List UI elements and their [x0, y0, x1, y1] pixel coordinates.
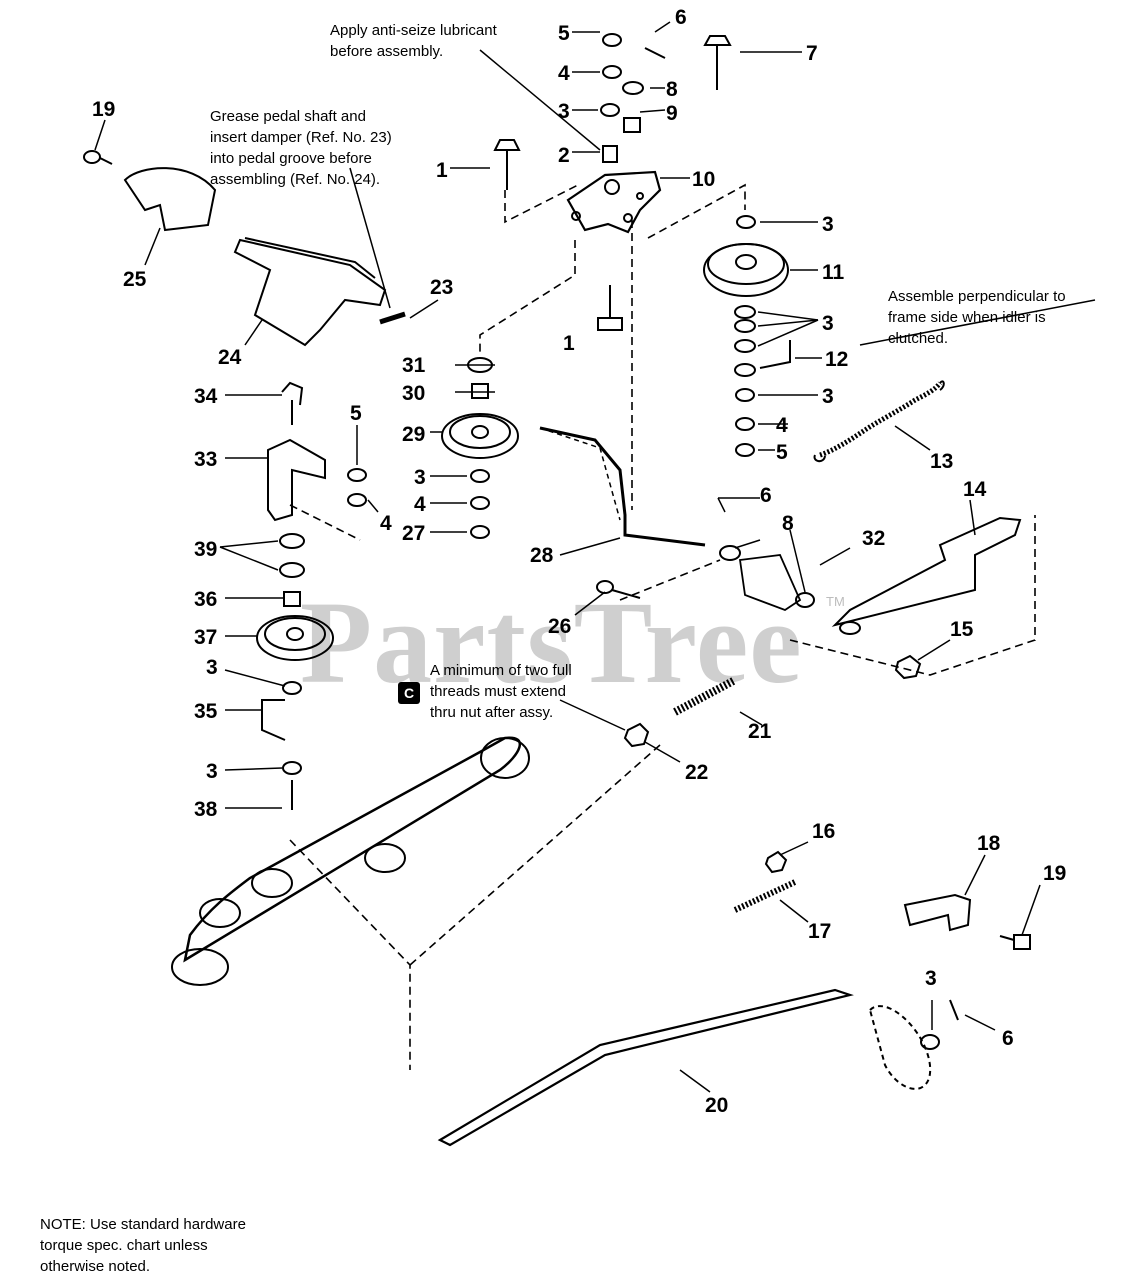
label-21: 21	[748, 720, 772, 743]
part-7-bolt	[703, 35, 732, 90]
part-13-spring	[819, 381, 943, 458]
label-12: 12	[825, 348, 848, 371]
part-29-pulley	[441, 357, 519, 539]
part-19-bolt-top	[83, 150, 113, 165]
watermark: PartsTree	[300, 577, 803, 708]
part-10-bracket	[566, 170, 662, 234]
label-14: 14	[963, 478, 987, 501]
assembly-lines	[289, 183, 1036, 1070]
label-35: 35	[194, 700, 218, 723]
part-21-spring	[673, 676, 737, 716]
label-27: 27	[402, 522, 425, 545]
part-15-nut	[894, 654, 922, 680]
label-4-c: 4	[414, 493, 426, 516]
leader-lines	[94, 21, 1096, 1093]
label-31: 31	[402, 354, 426, 377]
label-3-bottom: 3	[925, 967, 937, 990]
label-8-mid: 8	[782, 512, 794, 535]
note-perpendicular: Assemble perpendicular to frame side whe…	[888, 288, 1066, 347]
part-19-bolt-lower	[999, 934, 1031, 950]
part-1-bolt-top	[493, 139, 521, 190]
label-32: 32	[862, 527, 885, 550]
label-6-top: 6	[675, 6, 687, 29]
note-grease: Grease pedal shaft and insert damper (Re…	[210, 108, 392, 188]
part-1-bolt-mid	[597, 285, 623, 331]
part-16-nut	[764, 850, 788, 874]
label-7: 7	[806, 42, 818, 65]
label-4-top: 4	[558, 62, 570, 85]
label-6-mid: 6	[760, 484, 772, 507]
label-22: 22	[685, 761, 708, 784]
label-33: 33	[194, 448, 217, 471]
label-16: 16	[812, 820, 835, 843]
label-3-c: 3	[414, 466, 426, 489]
part-28-rod	[539, 426, 706, 547]
part-26-bolt	[596, 580, 641, 599]
label-26: 26	[548, 615, 571, 638]
label-4-r: 4	[776, 414, 788, 437]
label-29: 29	[402, 423, 425, 446]
label-2: 2	[558, 144, 570, 167]
label-1-top: 1	[436, 159, 448, 182]
label-4-l: 4	[380, 512, 392, 535]
label-5-top: 5	[558, 22, 570, 45]
label-1-mid: 1	[563, 332, 575, 355]
part-14-bar	[831, 516, 1022, 635]
part-20-rod	[437, 988, 854, 1147]
label-3-r3: 3	[822, 385, 834, 408]
label-9: 9	[666, 102, 678, 125]
label-37: 37	[194, 626, 217, 649]
label-19-top: 19	[92, 98, 115, 121]
label-5-l: 5	[350, 402, 362, 425]
note-threads: A minimum of two full threads must exten…	[430, 662, 572, 721]
label-28: 28	[530, 544, 554, 567]
belt-pulleys	[171, 737, 530, 986]
label-23: 23	[430, 276, 453, 299]
label-15: 15	[950, 618, 974, 641]
label-30: 30	[402, 382, 425, 405]
label-18: 18	[977, 832, 1001, 855]
part-18-bracket	[903, 893, 972, 932]
label-24: 24	[218, 346, 242, 369]
label-3-r2: 3	[822, 312, 834, 335]
trademark-mark: TM	[826, 594, 845, 609]
part-number-labels: 1 1 2 3 3 3 3 3 3 3 3 4 4 4 4 5 5 5 6 6 …	[92, 6, 1066, 1117]
part-37-pulley	[256, 533, 334, 810]
label-36: 36	[194, 588, 217, 611]
note-anti-seize: Apply anti-seize lubricant before assemb…	[330, 22, 497, 60]
part-17-spring	[733, 879, 797, 913]
label-3-l1: 3	[206, 656, 218, 679]
label-38: 38	[194, 798, 218, 821]
label-10: 10	[692, 168, 715, 191]
label-17: 17	[808, 920, 831, 943]
callout-badge-c: C	[398, 682, 420, 704]
label-39: 39	[194, 538, 217, 561]
part-24-pedal	[233, 237, 387, 347]
belt	[183, 736, 522, 963]
label-34: 34	[194, 385, 218, 408]
part-33-bracket	[267, 381, 326, 522]
part-25-plate	[123, 167, 217, 232]
part-11-washers	[734, 305, 791, 457]
label-20: 20	[705, 1094, 728, 1117]
label-5-r: 5	[776, 441, 788, 464]
note-torque: NOTE: Use standard hardware torque spec.…	[40, 1216, 246, 1275]
part-23-damper	[379, 311, 406, 325]
label-13: 13	[930, 450, 953, 473]
label-11: 11	[822, 261, 845, 284]
part-stack-center	[600, 33, 666, 163]
label-3-l2: 3	[206, 760, 218, 783]
label-3-r1: 3	[822, 213, 834, 236]
label-25: 25	[123, 268, 147, 291]
part-22-nut	[623, 722, 650, 748]
label-6-bottom: 6	[1002, 1027, 1014, 1050]
label-19-bottom: 19	[1043, 862, 1066, 885]
label-8-top: 8	[666, 78, 678, 101]
label-3-top: 3	[558, 100, 570, 123]
part-11-pulley	[703, 215, 789, 297]
